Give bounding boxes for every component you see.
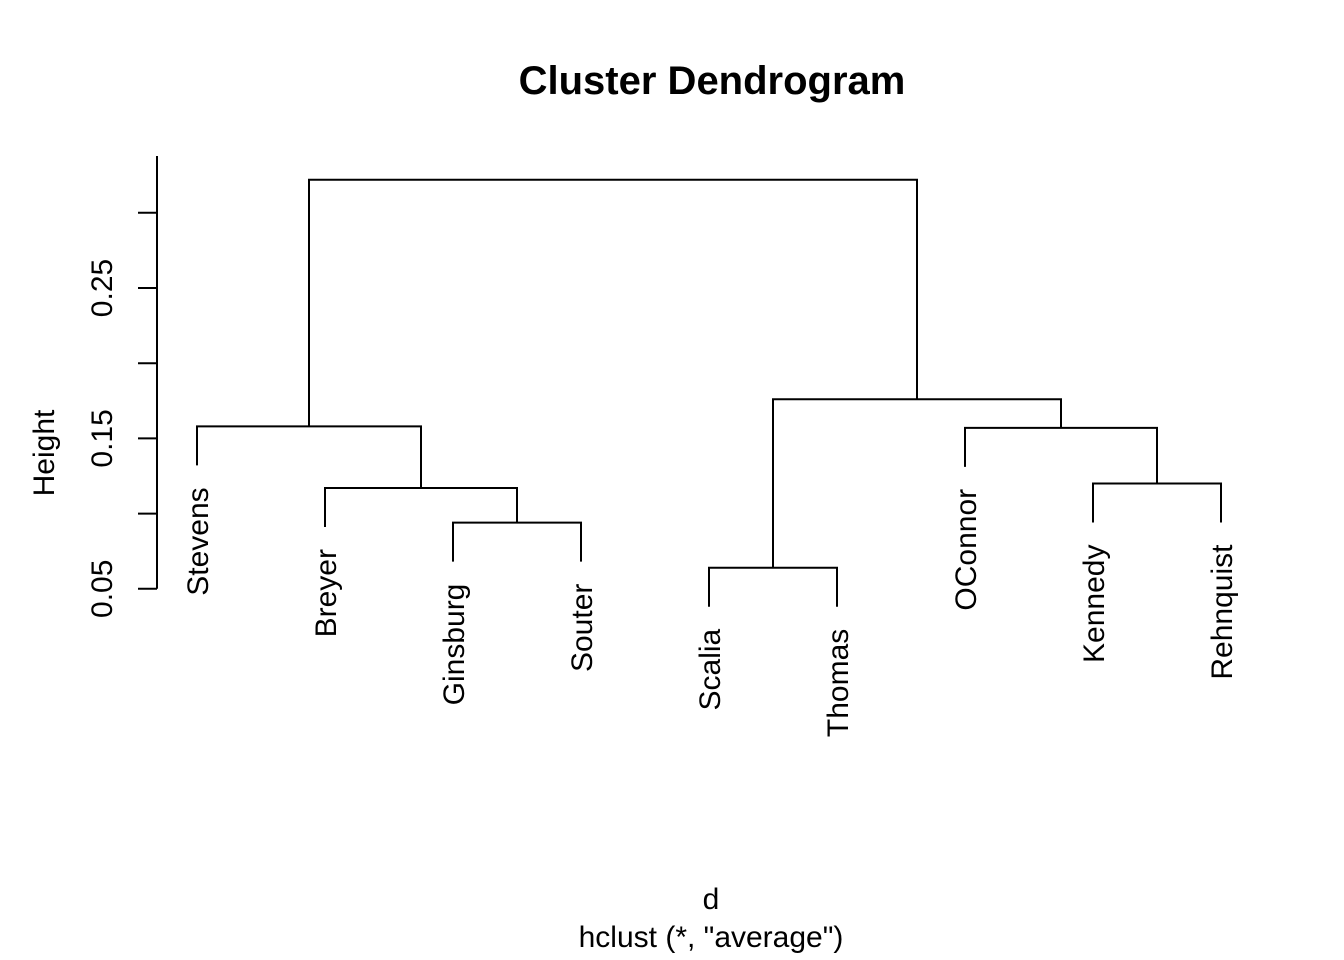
dendrogram-branch (324, 487, 518, 528)
leaf-label-thomas: Thomas (822, 629, 855, 737)
x-axis-subtitle: hclust (*, "average") (579, 921, 844, 954)
dendrogram-branch (452, 521, 582, 562)
dendrogram-branch (308, 178, 918, 427)
leaf-label-breyer: Breyer (310, 549, 343, 637)
y-axis-tick-label: 0.15 (86, 409, 119, 467)
dendrogram-branch (1092, 482, 1222, 523)
y-axis: 0.05 0.15 0.25 (86, 156, 158, 618)
leaf-label-oconnor: OConnor (950, 489, 983, 611)
x-axis-title: d (703, 883, 720, 916)
leaf-label-stevens: Stevens (182, 487, 215, 595)
y-axis-tick-label: 0.05 (86, 560, 119, 618)
dendrogram-branch (708, 566, 838, 607)
leaf-label-ginsburg: Ginsburg (438, 584, 471, 706)
leaf-label-souter: Souter (566, 584, 599, 672)
y-axis-tick-label: 0.25 (86, 259, 119, 317)
dendrogram-branch (964, 426, 1158, 484)
leaf-label-rehnquist: Rehnquist (1206, 544, 1239, 680)
dendrogram-branches (196, 178, 1222, 607)
leaf-label-scalia: Scalia (694, 628, 727, 710)
y-axis-title: Height (28, 409, 61, 496)
dendrogram-branch (196, 425, 422, 489)
leaf-label-kennedy: Kennedy (1078, 545, 1111, 663)
dendrogram-branch (772, 398, 1062, 568)
plot-title: Cluster Dendrogram (519, 59, 906, 103)
